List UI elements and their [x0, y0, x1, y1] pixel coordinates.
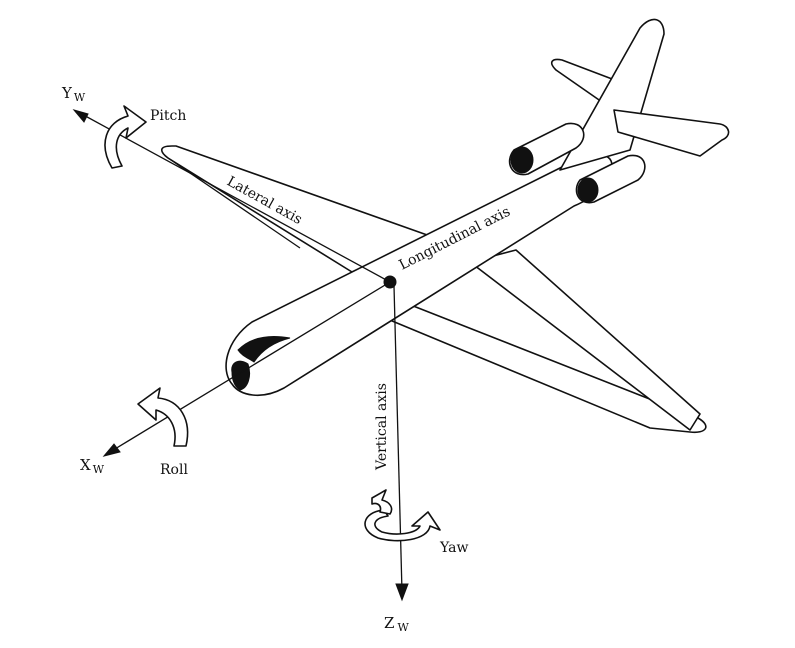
y-axis-arrowhead	[72, 109, 89, 123]
vertical-axis-label: Vertical axis	[374, 383, 390, 471]
longitudinal-axis-line	[109, 281, 391, 453]
x-axis-arrowhead	[102, 443, 121, 457]
vertical-axis-line	[393, 285, 403, 593]
right-stabilizer	[613, 109, 730, 157]
roll-label: Roll	[160, 462, 188, 478]
lateral-axis-line	[77, 111, 391, 283]
pitch-rotation-arrow	[104, 105, 147, 169]
pitch-label: Pitch	[150, 108, 186, 124]
left-wing	[160, 145, 431, 273]
z-axis-arrowhead	[395, 583, 409, 602]
cockpit-window	[237, 336, 291, 363]
vertical-tail	[559, 18, 665, 171]
lower-engine-intake	[577, 177, 599, 203]
yaw-label: Yaw	[439, 540, 469, 556]
upper-engine-intake	[510, 146, 534, 174]
yaw-rotation-arrow-top	[371, 489, 393, 515]
right-wing	[379, 299, 707, 434]
left-stabilizer	[550, 58, 621, 103]
roll-rotation-arrow	[137, 387, 189, 447]
yaw-rotation-arrow	[364, 509, 441, 542]
right-wing-leading-edge	[469, 249, 701, 431]
nose-tip	[231, 360, 251, 391]
